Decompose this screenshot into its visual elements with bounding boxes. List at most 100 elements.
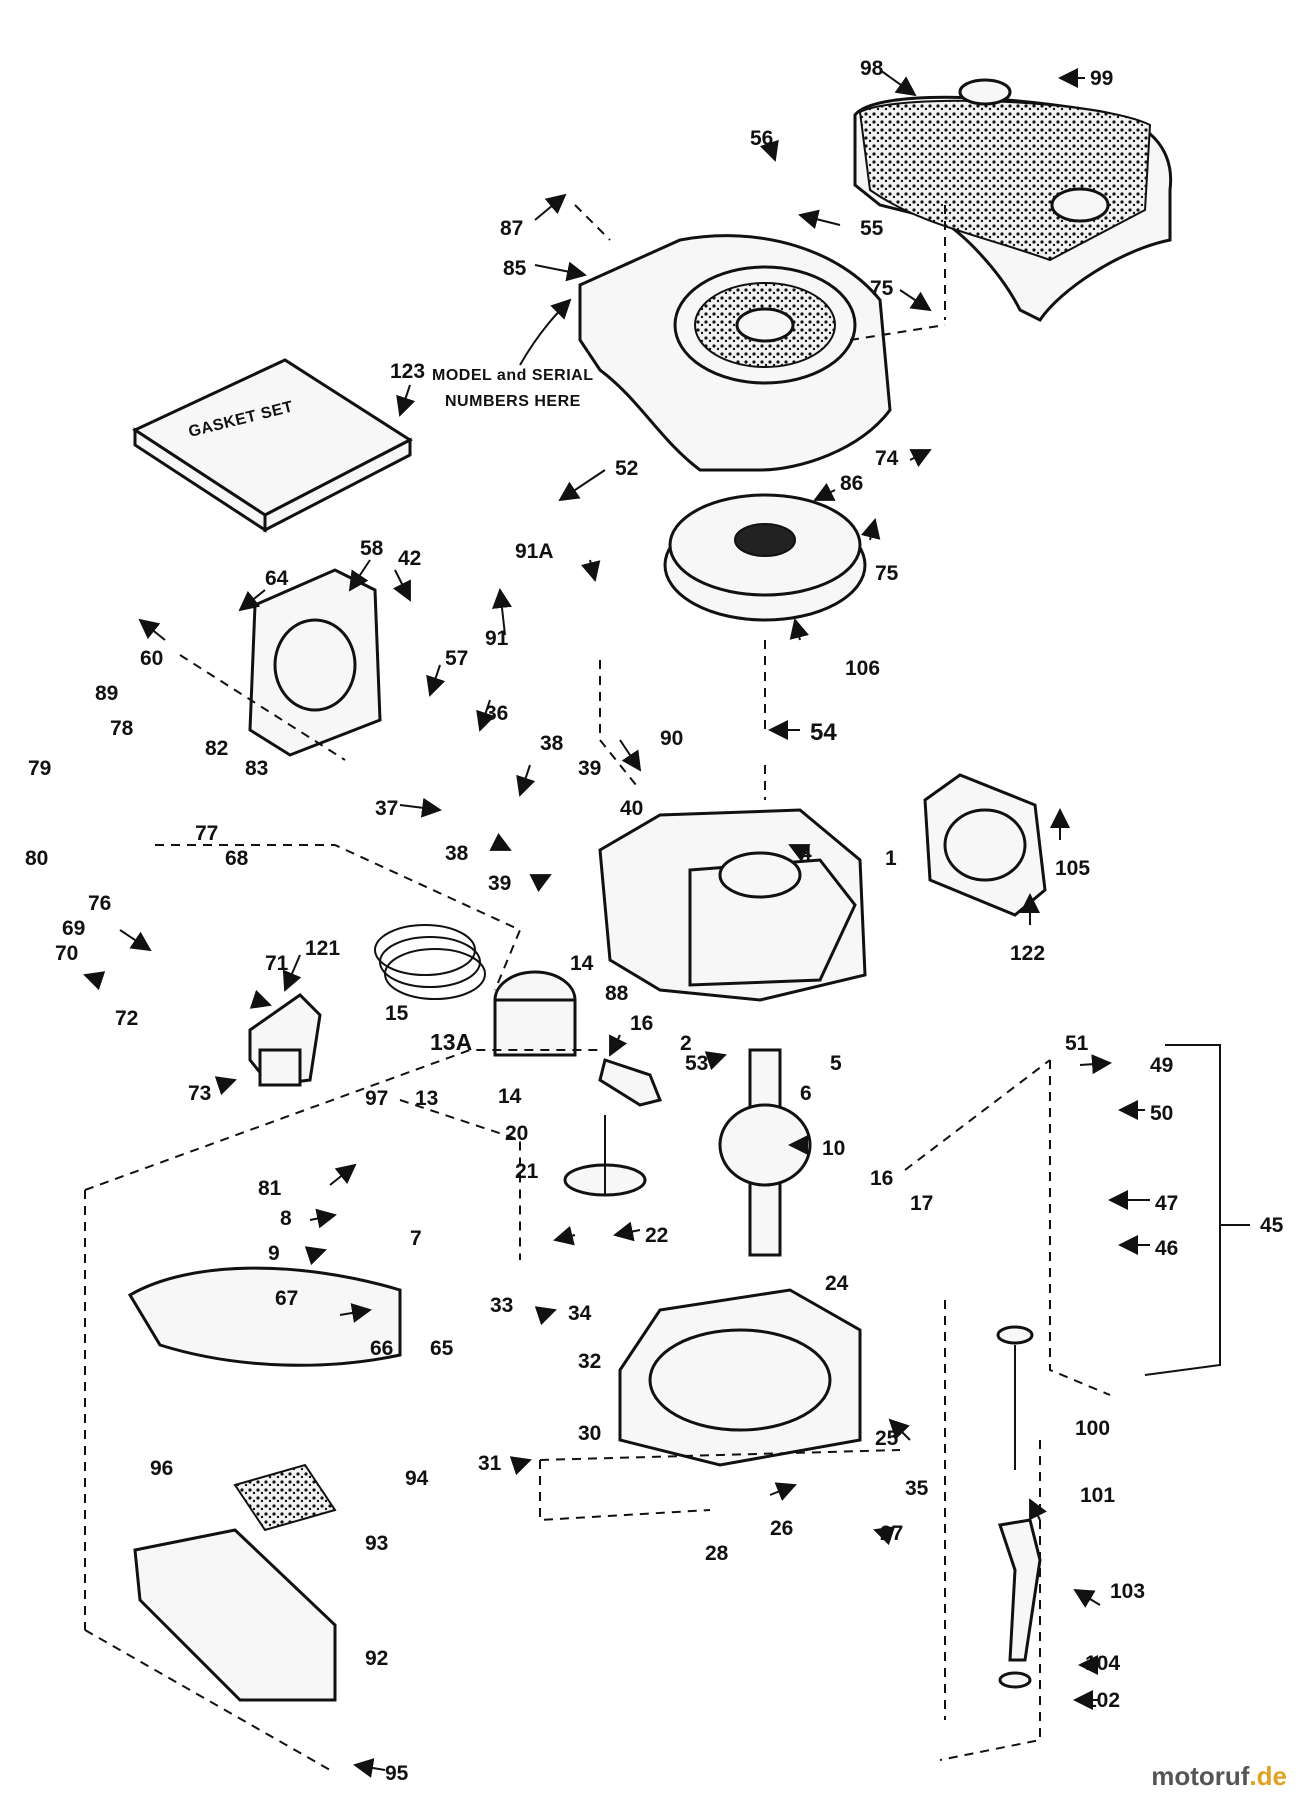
label-87: 87 (500, 217, 523, 240)
part-labels: 98 99 56 55 87 85 75 123 52 74 86 75 58 … (25, 57, 1284, 1785)
label-6: 6 (800, 1082, 812, 1105)
label-10: 10 (822, 1137, 845, 1160)
label-17: 17 (910, 1192, 933, 1215)
label-105: 105 (1055, 857, 1090, 880)
label-55: 55 (860, 217, 884, 240)
label-104: 104 (1085, 1652, 1120, 1675)
label-82: 82 (205, 737, 228, 760)
label-54: 54 (810, 719, 837, 746)
label-28: 28 (705, 1542, 729, 1565)
label-67: 67 (275, 1287, 298, 1310)
connecting-rod (598, 1058, 663, 1107)
label-103: 103 (1110, 1580, 1145, 1603)
label-81: 81 (258, 1177, 282, 1200)
label-73: 73 (188, 1082, 211, 1105)
air-cleaner-cover (853, 78, 1173, 322)
label-16: 16 (630, 1012, 653, 1035)
label-56: 56 (750, 127, 773, 150)
label-60: 60 (140, 647, 163, 670)
label-76: 76 (88, 892, 111, 915)
label-4: 4 (800, 842, 812, 865)
label-45: 45 (1260, 1214, 1284, 1237)
label-101: 101 (1080, 1484, 1115, 1507)
label-1: 1 (885, 847, 897, 870)
label-9: 9 (268, 1242, 280, 1265)
watermark: motoruf.de (1151, 1761, 1287, 1792)
label-69: 69 (62, 917, 85, 940)
leader-lines (83, 68, 1150, 1778)
label-39b: 39 (488, 872, 511, 895)
label-36: 36 (485, 702, 508, 725)
label-89: 89 (95, 682, 118, 705)
label-24: 24 (825, 1272, 849, 1295)
label-123: 123 (390, 360, 425, 383)
label-25: 25 (875, 1427, 899, 1450)
label-72: 72 (115, 1007, 138, 1030)
label-90: 90 (660, 727, 683, 750)
label-27: 27 (880, 1522, 903, 1545)
label-68: 68 (225, 847, 249, 870)
label-49: 49 (1150, 1054, 1173, 1077)
label-13: 13 (415, 1087, 438, 1110)
label-106: 106 (845, 657, 880, 680)
group-bracket-45 (1144, 1044, 1221, 1376)
label-39: 39 (578, 757, 601, 780)
label-13A: 13A (430, 1029, 472, 1055)
watermark-suffix: .de (1249, 1761, 1287, 1791)
assembly-guide-lines (84, 204, 1111, 1771)
label-38: 38 (540, 732, 564, 755)
oil-fill-tube (998, 1518, 1042, 1662)
label-42: 42 (398, 547, 421, 570)
label-85: 85 (503, 257, 527, 280)
label-99: 99 (1090, 67, 1113, 90)
muffler-cover (127, 1266, 402, 1367)
label-34: 34 (568, 1302, 592, 1325)
label-88: 88 (605, 982, 629, 1005)
label-14b: 14 (498, 1085, 522, 1108)
label-38b: 38 (445, 842, 469, 865)
label-26: 26 (770, 1517, 793, 1540)
label-64: 64 (265, 567, 289, 590)
crankcase (598, 808, 867, 1002)
label-15: 15 (385, 1002, 409, 1025)
label-47: 47 (1155, 1192, 1178, 1215)
crankshaft (718, 1048, 812, 1257)
blower-housing (578, 234, 892, 472)
camshaft-gear (563, 1115, 647, 1197)
label-91: 91 (485, 627, 509, 650)
engine-base (618, 1288, 862, 1467)
carburetor (248, 993, 322, 1087)
label-86: 86 (840, 472, 863, 495)
cylinder-head (248, 568, 382, 757)
label-66: 66 (370, 1337, 393, 1360)
label-121: 121 (305, 937, 340, 960)
label-40: 40 (620, 797, 643, 820)
watermark-brand: motoruf (1151, 1761, 1250, 1791)
flywheel (663, 493, 867, 622)
label-70: 70 (55, 942, 78, 965)
label-31: 31 (478, 1452, 502, 1475)
label-122: 122 (1010, 942, 1045, 965)
label-83: 83 (245, 757, 268, 780)
label-51: 51 (1065, 1032, 1089, 1055)
label-58: 58 (360, 537, 384, 560)
label-14: 14 (570, 952, 594, 975)
label-30: 30 (578, 1422, 601, 1445)
air-filter-element (233, 1463, 337, 1532)
label-16b: 16 (870, 1167, 893, 1190)
recoil-starter (923, 773, 1047, 917)
label-57: 57 (445, 647, 468, 670)
label-93: 93 (365, 1532, 388, 1555)
label-96: 96 (150, 1457, 173, 1480)
air-filter-housing (133, 1528, 337, 1702)
model-serial-arrow (519, 298, 572, 366)
gasket-set-box: GASKET SET (131, 358, 413, 533)
label-20: 20 (505, 1122, 528, 1145)
label-71: 71 (265, 952, 289, 975)
label-75: 75 (870, 277, 894, 300)
label-53: 53 (685, 1052, 708, 1075)
label-5: 5 (830, 1052, 842, 1075)
label-78: 78 (110, 717, 134, 740)
label-74: 74 (875, 447, 899, 470)
label-80: 80 (25, 847, 48, 870)
